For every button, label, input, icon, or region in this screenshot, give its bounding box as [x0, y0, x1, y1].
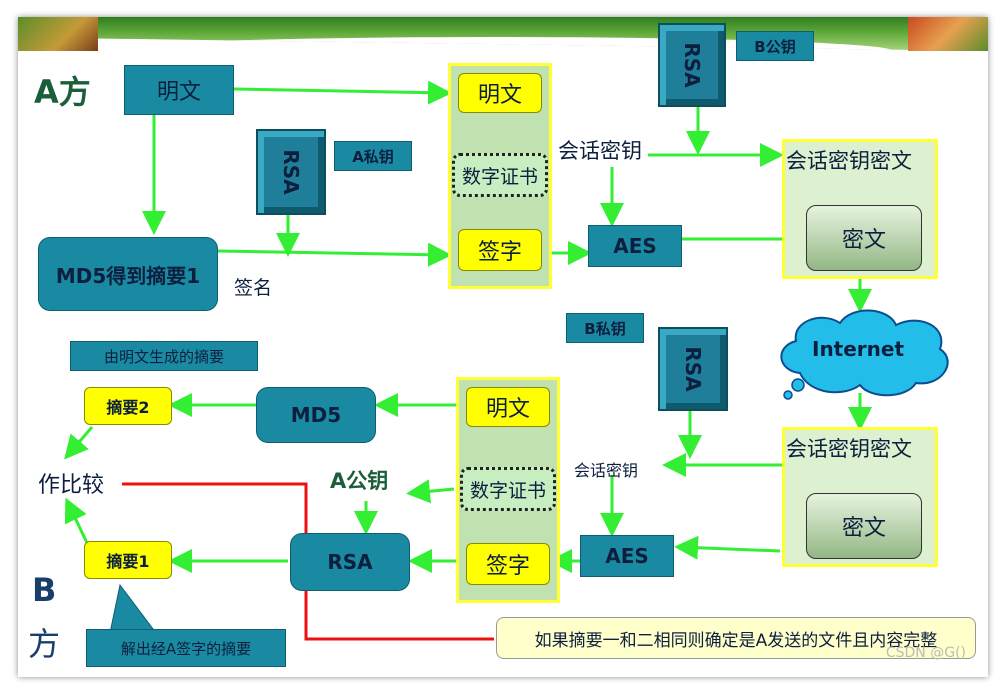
corner-decoration-right [908, 17, 988, 51]
internet-cloud [780, 309, 949, 400]
arrow-digest1-to-compare [64, 497, 90, 546]
digest2-note: 由明文生成的摘要 [70, 341, 258, 371]
session-key-b: 会话密钥 [574, 461, 639, 480]
b-public-key-callout: B公钥 [736, 31, 814, 61]
arrow-plaintext-to-col [233, 80, 452, 105]
aes-decrypt: AES [580, 535, 674, 577]
b-col-sign: 签字 [466, 543, 550, 585]
arrow-md5-to-sign [217, 242, 452, 267]
a-col-sign: 签字 [458, 229, 542, 271]
md5-digest1-a: MD5得到摘要1 [38, 237, 218, 311]
arrow-digest2-to-compare [64, 426, 94, 460]
digest2: 摘要2 [84, 387, 172, 425]
digest1-note: 解出经A签字的摘要 [86, 629, 286, 667]
rsa-b-public: RSA [658, 23, 726, 107]
digest1-note-pointer [109, 583, 157, 633]
b-col-plaintext: 明文 [466, 387, 550, 427]
rsa-a-sign: RSA [256, 129, 326, 215]
panel-bottom-title: 会话密钥密文 [786, 437, 912, 461]
party-a-label: A方 [34, 73, 91, 111]
signature-label: 签名 [234, 277, 273, 299]
b-private-key-callout: B私钥 [566, 313, 644, 343]
md5-b: MD5 [256, 387, 376, 443]
corner-decoration-left [18, 17, 98, 51]
plaintext-a: 明文 [124, 65, 234, 115]
cipher-bottom: 密文 [806, 493, 922, 559]
arrows-layer [64, 80, 872, 641]
slide: A方 明文 MD5得到摘要1 RSA A私钥 签名 明文 数字证书 签字 会话密… [18, 17, 988, 677]
a-col-plaintext: 明文 [458, 73, 542, 113]
session-key-a: 会话密钥 [558, 139, 642, 163]
arrow-cipher-to-aes-b [674, 535, 781, 560]
cipher-top: 密文 [806, 205, 922, 271]
watermark: CSDN @G() [885, 645, 966, 661]
digest1: 摘要1 [84, 541, 172, 579]
panel-top-title: 会话密钥密文 [786, 149, 912, 173]
b-col-certificate: 数字证书 [460, 467, 556, 511]
compare-label: 作比较 [38, 473, 105, 498]
conclusion-note: 如果摘要一和二相同则确定是A发送的文件且内容完整 [496, 617, 976, 659]
internet-label: Internet [812, 337, 905, 361]
party-b-label-2: 方 [28, 625, 61, 663]
party-b-label-1: B [32, 571, 57, 609]
rsa-verify: RSA [290, 533, 410, 591]
rsa-b-private: RSA [658, 327, 728, 411]
a-col-certificate: 数字证书 [452, 153, 548, 197]
aes-encrypt: AES [588, 225, 682, 267]
a-private-key-callout: A私钥 [334, 141, 412, 171]
arrow-cert-to-pubkey [406, 479, 455, 504]
a-public-key-label: A公钥 [330, 469, 389, 493]
